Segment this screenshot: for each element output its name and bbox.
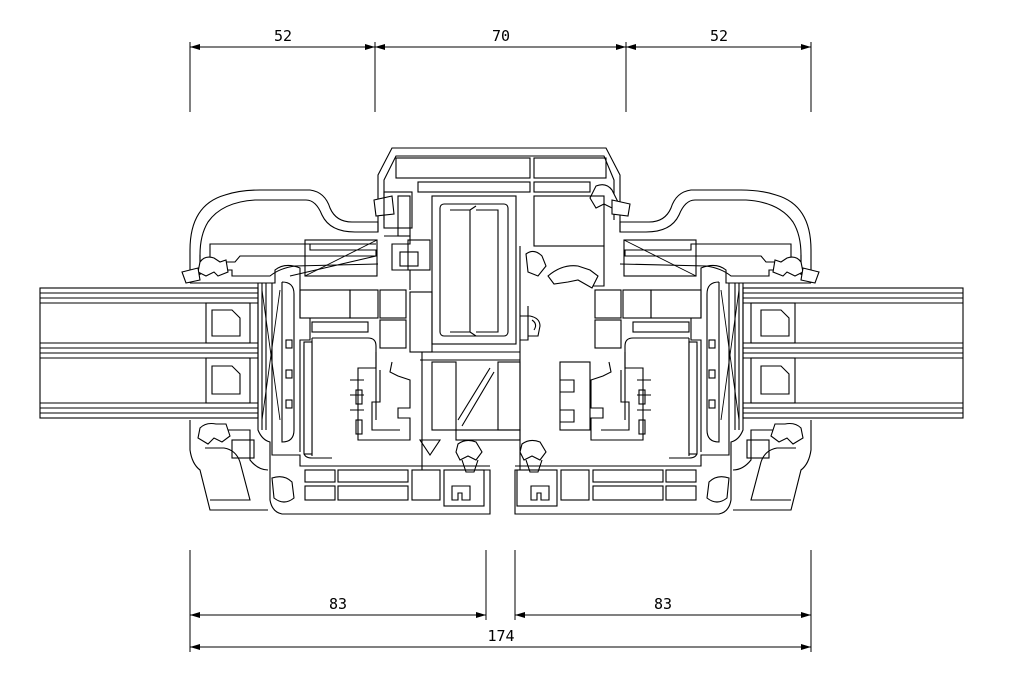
center-mullion-profile	[373, 147, 631, 473]
reinforcement-side-left	[303, 341, 313, 455]
reinforcement-side-right	[688, 341, 698, 455]
dimension-label-bottom-left: 83	[329, 595, 347, 613]
gasket-inner-right	[706, 476, 730, 503]
gasket-bottom-right	[770, 422, 804, 445]
gasket-bottom-center-right	[519, 439, 547, 461]
gasket-top-right	[772, 256, 804, 277]
reinforcement-strip-right	[632, 321, 690, 333]
reinforcement-strip-left	[311, 321, 369, 333]
dimension-label-bottom-total: 174	[487, 627, 514, 645]
dimension-label-top-left: 52	[274, 27, 292, 45]
left-sash-profile	[181, 189, 491, 515]
dimension-label-top-middle: 70	[492, 27, 510, 45]
glazing-bead-right	[706, 281, 720, 443]
glazing-unit-right	[742, 287, 964, 419]
seal-center-hatched	[547, 265, 599, 289]
gasket-bottom-left	[197, 422, 231, 445]
gasket-top-left	[197, 256, 229, 277]
dimension-label-top-right: 52	[710, 27, 728, 45]
top-dimensions: 52 70 52	[189, 27, 812, 112]
gasket-center-upper	[525, 250, 547, 277]
gasket-inner-left	[271, 476, 295, 503]
glazing-bead-left	[281, 281, 295, 443]
glazing-unit-left	[39, 287, 259, 419]
gasket-bottom-center-left	[455, 439, 483, 461]
right-sash-profile	[514, 189, 820, 515]
bottom-dimensions: 83 83 174	[189, 550, 812, 652]
dimension-label-bottom-right: 83	[654, 595, 672, 613]
